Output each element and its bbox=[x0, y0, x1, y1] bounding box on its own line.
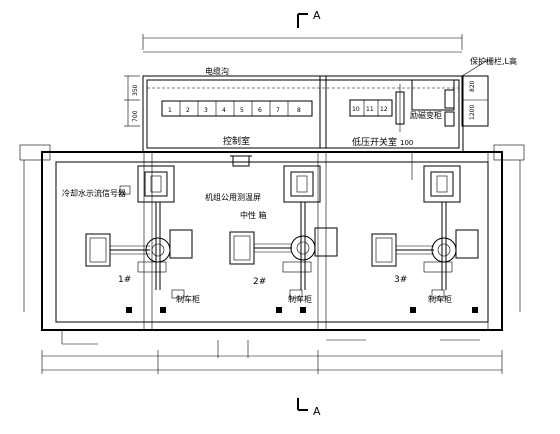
panel-12: 12 bbox=[380, 106, 388, 113]
panel-1: 1 bbox=[168, 107, 172, 114]
lv-panel-row: 10 11 12 bbox=[349, 84, 405, 132]
cooling-water-gauge-label: 冷却水示流信号器 bbox=[62, 188, 126, 198]
low-voltage-room-number: 100 bbox=[400, 139, 413, 147]
dim-1200: 1200 bbox=[469, 105, 476, 120]
panel-4: 4 bbox=[222, 107, 226, 114]
brake-cabinet-2-label: 制车柜 bbox=[288, 294, 312, 304]
unit-3-label: 3# bbox=[394, 275, 407, 285]
bottom-dimension-lines bbox=[41, 330, 503, 374]
top-dimension-line bbox=[142, 34, 463, 53]
panel-5: 5 bbox=[240, 107, 244, 114]
cable-trench-label: 电缆沟 bbox=[205, 66, 229, 76]
upper-left-dimensions: 350 700 bbox=[124, 75, 140, 127]
panel-10: 10 bbox=[352, 106, 360, 113]
panel-11: 11 bbox=[366, 106, 374, 113]
unit-2-label: 2# bbox=[253, 277, 266, 287]
section-mark-bottom: A bbox=[297, 398, 321, 418]
section-label-bottom: A bbox=[313, 405, 321, 418]
dim-700: 700 bbox=[132, 110, 139, 122]
section-mark-top: A bbox=[297, 9, 321, 28]
generator-unit-2: 2# 机组公用测温屏 中性 箱 制车柜 bbox=[205, 165, 338, 304]
panel-2: 2 bbox=[186, 107, 190, 114]
excitation-panel-label: 励磁变柜 bbox=[410, 110, 442, 120]
section-label-top: A bbox=[313, 9, 321, 22]
panel-3: 3 bbox=[204, 107, 208, 114]
common-panel-label: 机组公用测温屏 bbox=[205, 192, 261, 202]
dim-820: 820 bbox=[469, 80, 476, 92]
excitation-panel: 励磁变柜 bbox=[410, 79, 455, 127]
unit-1-label: 1# bbox=[118, 275, 131, 285]
control-panel-row: 1 2 3 4 5 6 7 8 bbox=[161, 100, 313, 117]
control-room-label: 控制室 bbox=[223, 135, 250, 147]
dim-350: 350 bbox=[132, 84, 139, 96]
panel-6: 6 bbox=[258, 107, 262, 114]
guardrail-label: 保护栅栏,L高 bbox=[470, 56, 517, 66]
guardrail: 保护栅栏,L高 820 1200 bbox=[461, 56, 517, 127]
low-voltage-room-label: 低压开关室 bbox=[352, 136, 397, 148]
panel-7: 7 bbox=[276, 107, 280, 114]
generator-unit-1: 1# 冷却水示流信号器 制车柜 bbox=[62, 165, 200, 304]
brake-cabinet-1-label: 制车柜 bbox=[176, 294, 200, 304]
generator-unit-3: 3# 制车柜 bbox=[371, 165, 479, 304]
middle-box-label: 中性 箱 bbox=[240, 210, 267, 220]
column-grid bbox=[126, 152, 489, 330]
upper-room-walls bbox=[142, 75, 464, 153]
panel-8: 8 bbox=[297, 107, 301, 114]
brake-cabinet-3-label: 制车柜 bbox=[428, 294, 452, 304]
